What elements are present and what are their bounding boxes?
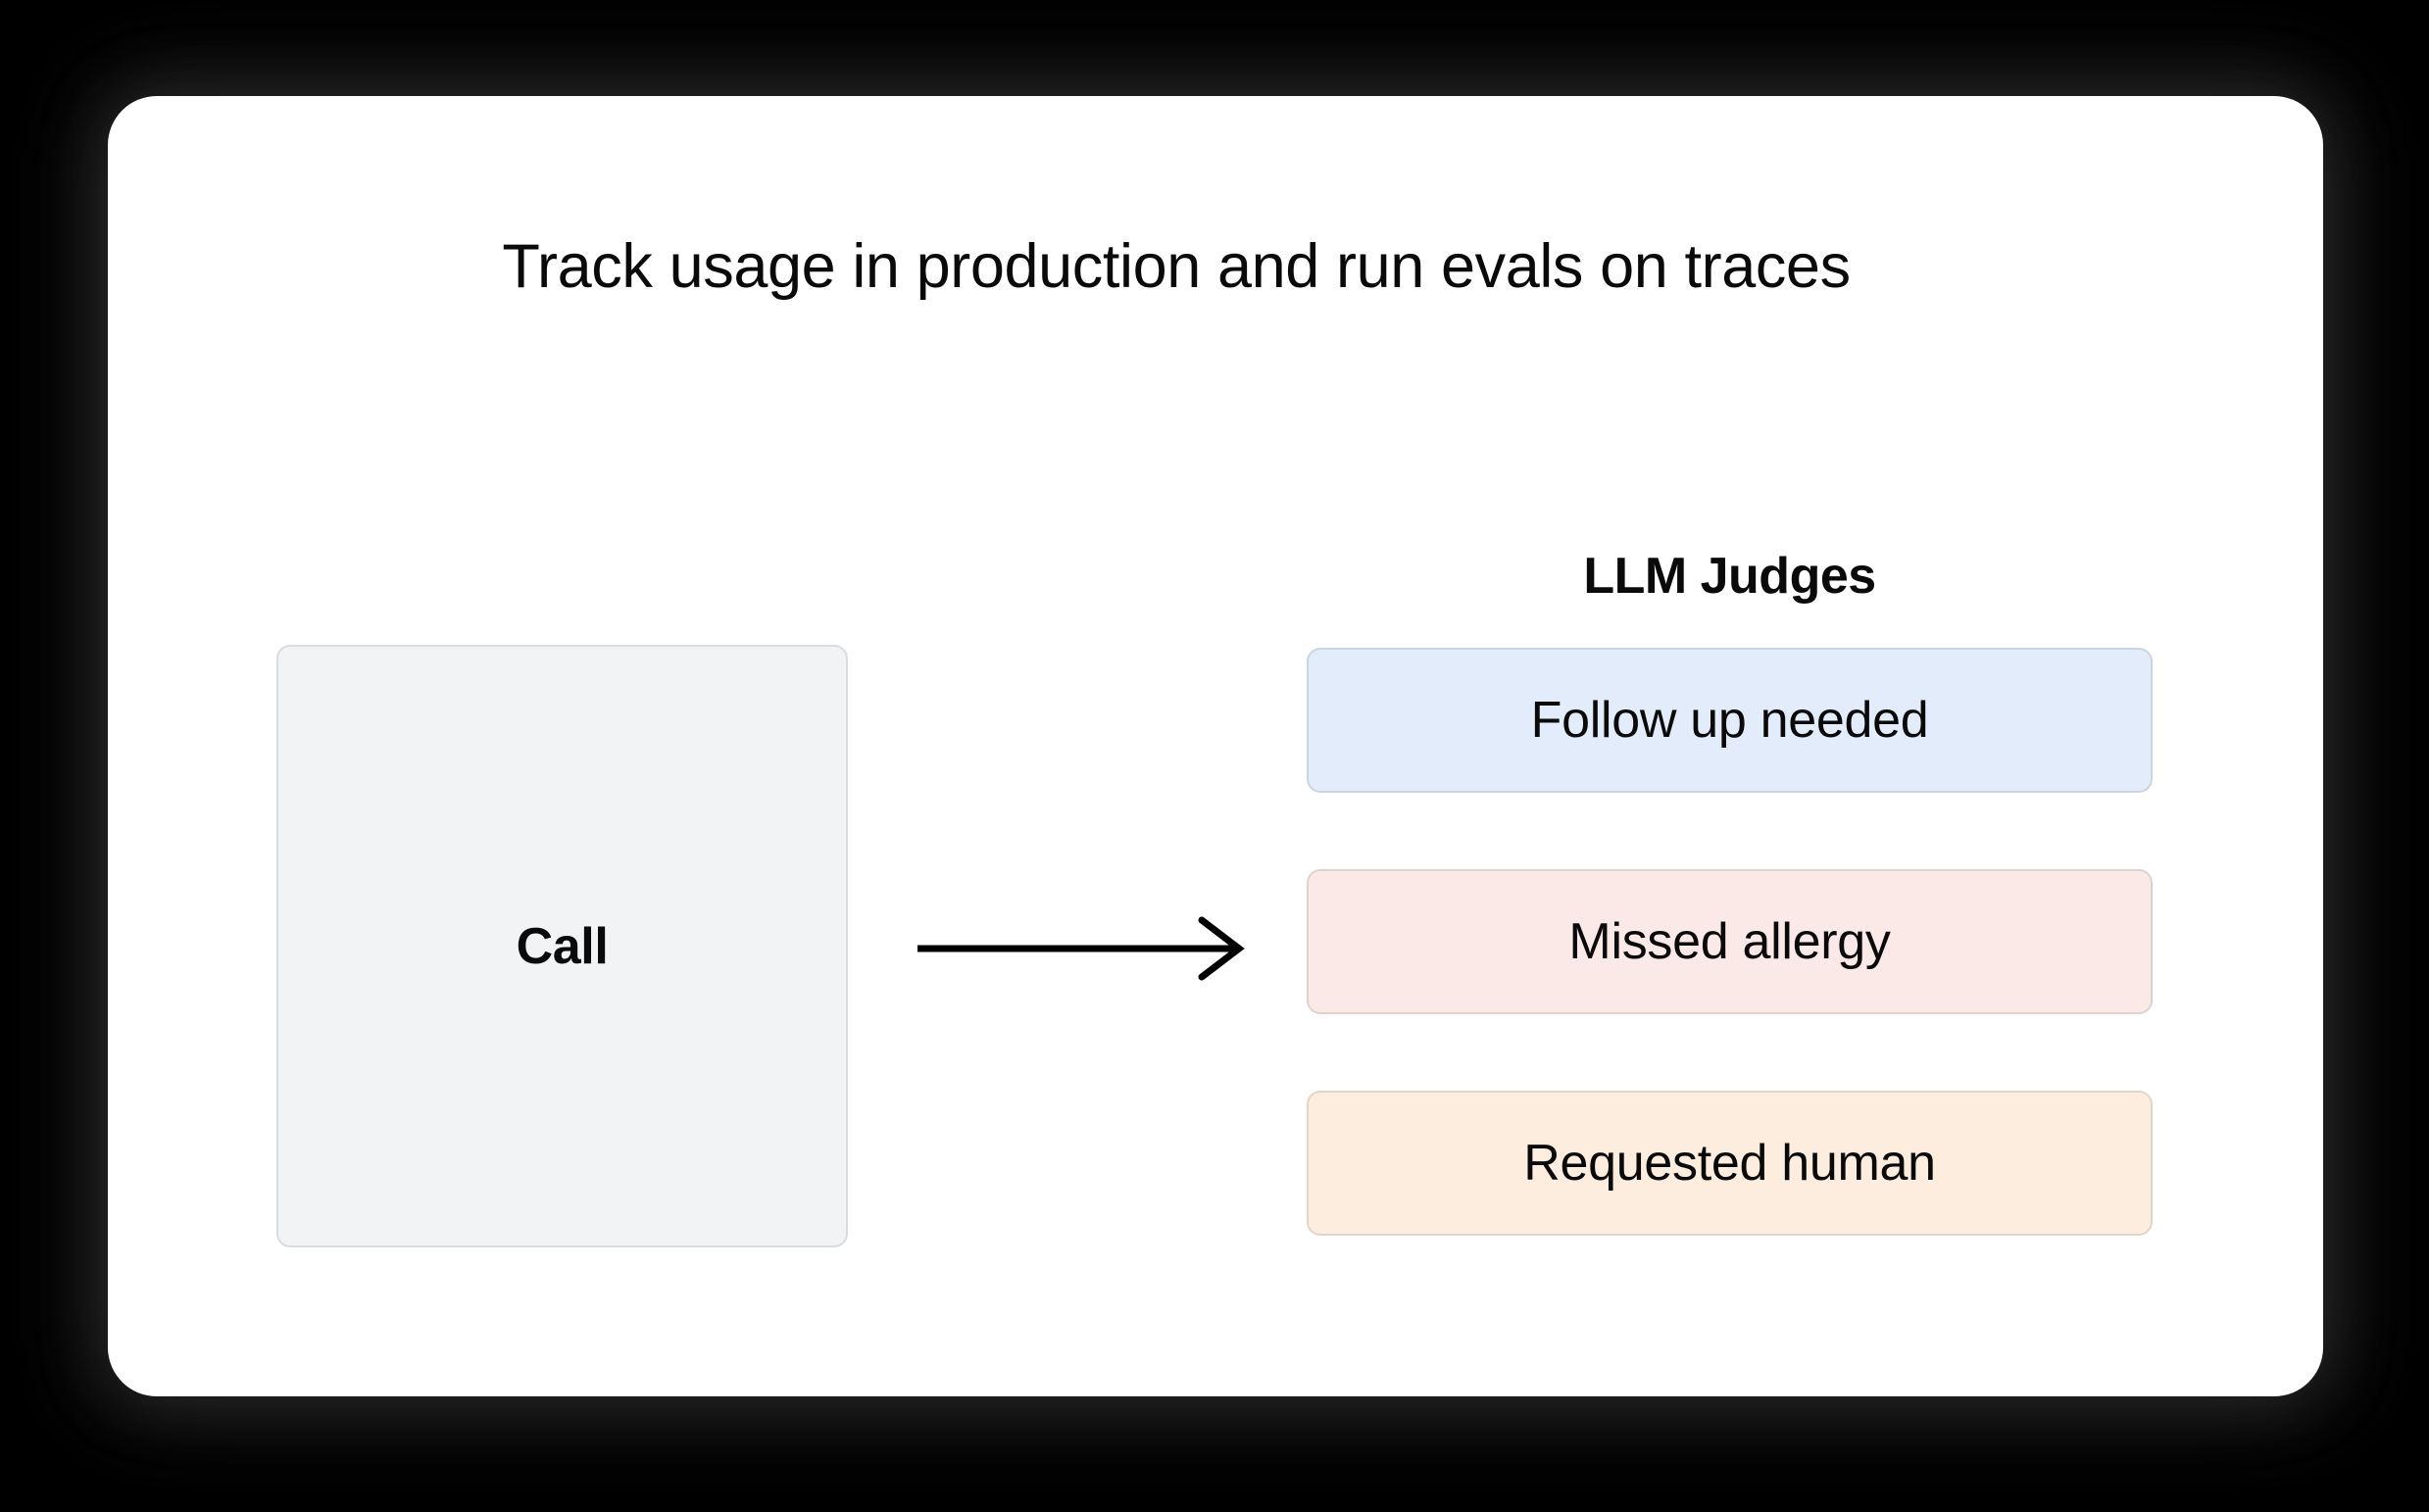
slide-card: Track usage in production and run evals … [108, 96, 2323, 1396]
judge-badge-label: Requested human [1523, 1135, 1936, 1192]
llm-judges-heading: LLM Judges [1583, 548, 1876, 605]
arrow-right-icon [917, 916, 1245, 981]
judge-badge-label: Follow up needed [1530, 692, 1929, 749]
call-node[interactable]: Call [276, 645, 848, 1247]
judge-badge-label: Missed allergy [1568, 913, 1891, 970]
llm-judges-list: Follow up needed Missed allergy Requeste… [1307, 648, 2153, 1236]
call-node-label: Call [516, 917, 609, 975]
judge-badge-missed-allergy[interactable]: Missed allergy [1307, 869, 2153, 1014]
judge-badge-requested-human[interactable]: Requested human [1307, 1091, 2153, 1236]
judge-badge-follow-up-needed[interactable]: Follow up needed [1307, 648, 2153, 793]
slide-title: Track usage in production and run evals … [502, 232, 1851, 301]
